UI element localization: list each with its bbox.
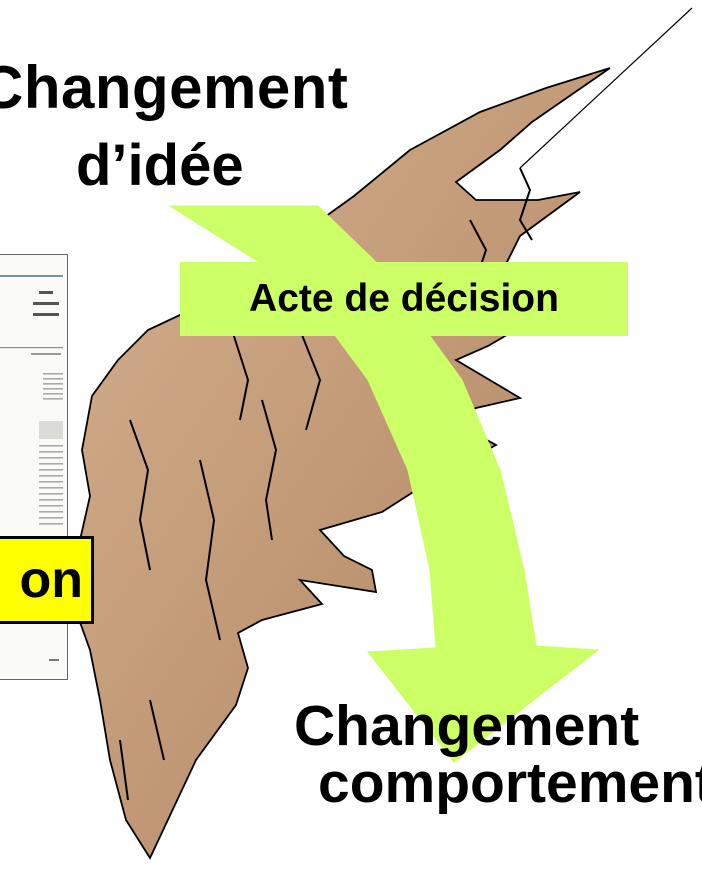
crack-line [519, 7, 693, 169]
decision-label: Acte de décision [180, 262, 628, 336]
document-thumbnail-icon [0, 275, 63, 661]
partial-yellow-label-text: on [19, 551, 83, 609]
title-bottom-line1: Changement [294, 694, 640, 758]
partial-yellow-label: on [0, 536, 94, 624]
title-bottom-line2: comportement [318, 751, 702, 815]
title-top-line1: Changement [0, 54, 349, 121]
title-top-line2: d’idée [76, 133, 244, 198]
